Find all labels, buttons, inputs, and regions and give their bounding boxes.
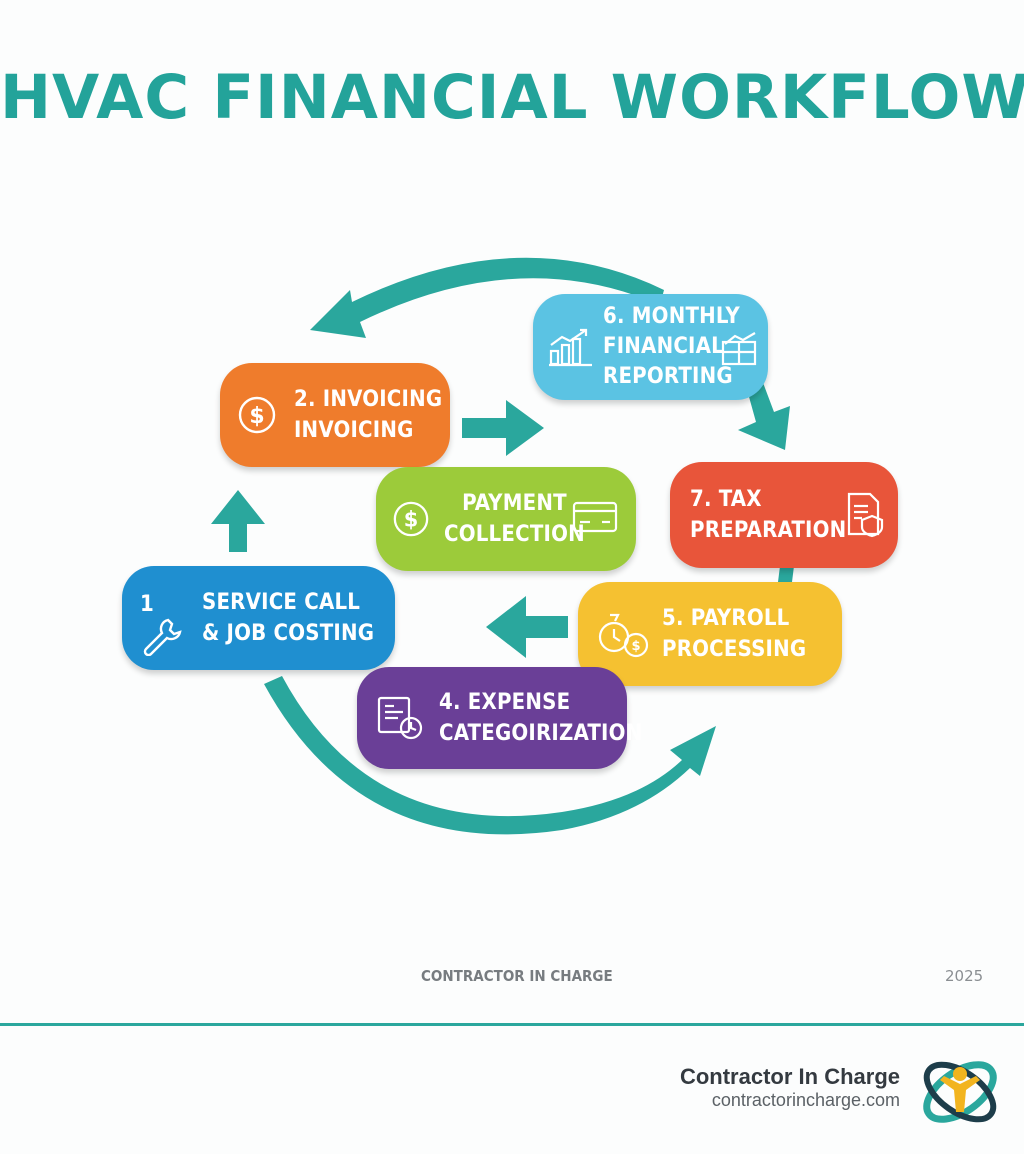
arrow-invoicing-right <box>462 400 544 456</box>
step-1-number: 1 <box>140 592 154 617</box>
wrench-icon: 1 <box>140 594 182 656</box>
step-2-label-1: 2. INVOICING <box>294 387 443 412</box>
step-3-label-2: COLLECTION <box>444 522 585 547</box>
step-4-expense-categorization: 4. EXPENSE CATEGOIRIZATION <box>357 667 642 769</box>
diagram-title: HVAC FINANCIAL WORKFLOW <box>0 62 1024 133</box>
step-3-label-1: PAYMENT <box>462 491 567 516</box>
svg-text:$: $ <box>631 639 640 654</box>
step-1-service-call-job-costing: 1 SERVICE CALL & JOB COSTING <box>122 566 395 670</box>
footer-divider <box>0 1023 1024 1026</box>
step-7-tax-preparation: 7. TAX PREPARATION <box>670 462 898 568</box>
step-6-label-2: FINANCIAL <box>603 334 724 359</box>
arrow-up-to-invoicing <box>211 490 265 552</box>
brand-url: contractorincharge.com <box>711 1090 900 1110</box>
arrow-bottom-arc <box>264 676 716 835</box>
receipt-clock-icon <box>375 695 425 741</box>
contractor-in-charge-logo <box>918 1050 1004 1140</box>
workflow-arrows <box>211 257 794 835</box>
step-7-label-1: 7. TAX <box>690 487 762 512</box>
tax-document-icon <box>846 492 886 538</box>
svg-text:$: $ <box>249 404 264 429</box>
step-3-payment-collection: $ PAYMENT COLLECTION <box>376 467 636 571</box>
step-5-label-2: PROCESSING <box>662 637 807 662</box>
step-7-label-2: PREPARATION <box>690 518 847 543</box>
table-chart-icon <box>721 332 759 366</box>
dollar-icon: $ <box>232 395 282 435</box>
step-4-label-2: CATEGOIRIZATION <box>439 721 643 746</box>
brand-name: Contractor In Charge <box>679 1064 900 1089</box>
chart-icon <box>545 327 597 367</box>
arrow-tax-to-payroll <box>778 566 794 582</box>
step-6-label-3: REPORTING <box>603 364 733 389</box>
money-clock-icon: $ <box>594 609 654 659</box>
arrow-payroll-left <box>486 596 568 658</box>
step-5-label-1: 5. PAYROLL <box>662 606 790 631</box>
credit-card-icon <box>572 500 618 534</box>
step-1-label-1: SERVICE CALL <box>202 590 361 615</box>
step-1-label-2: & JOB COSTING <box>202 621 375 646</box>
svg-text:$: $ <box>404 508 419 532</box>
footer-year: 2025 <box>945 967 984 985</box>
step-5-payroll-processing: $ 5. PAYROLL PROCESSING <box>578 582 842 686</box>
arrow-reporting-to-tax <box>738 380 790 450</box>
step-4-label-1: 4. EXPENSE <box>439 690 571 715</box>
step-6-label-1: 6. MONTHLY <box>603 304 740 329</box>
arrow-top-arc <box>310 257 664 338</box>
footer-label: CONTRACTOR IN CHARGE <box>421 967 613 985</box>
step-2-label-2: INVOICING <box>294 418 414 443</box>
step-6-monthly-financial-reporting: 6. MONTHLY FINANCIAL REPORTING <box>533 294 768 400</box>
step-2-invoicing: $ 2. INVOICING INVOICING <box>220 363 450 467</box>
dollar-icon: $ <box>390 500 432 538</box>
